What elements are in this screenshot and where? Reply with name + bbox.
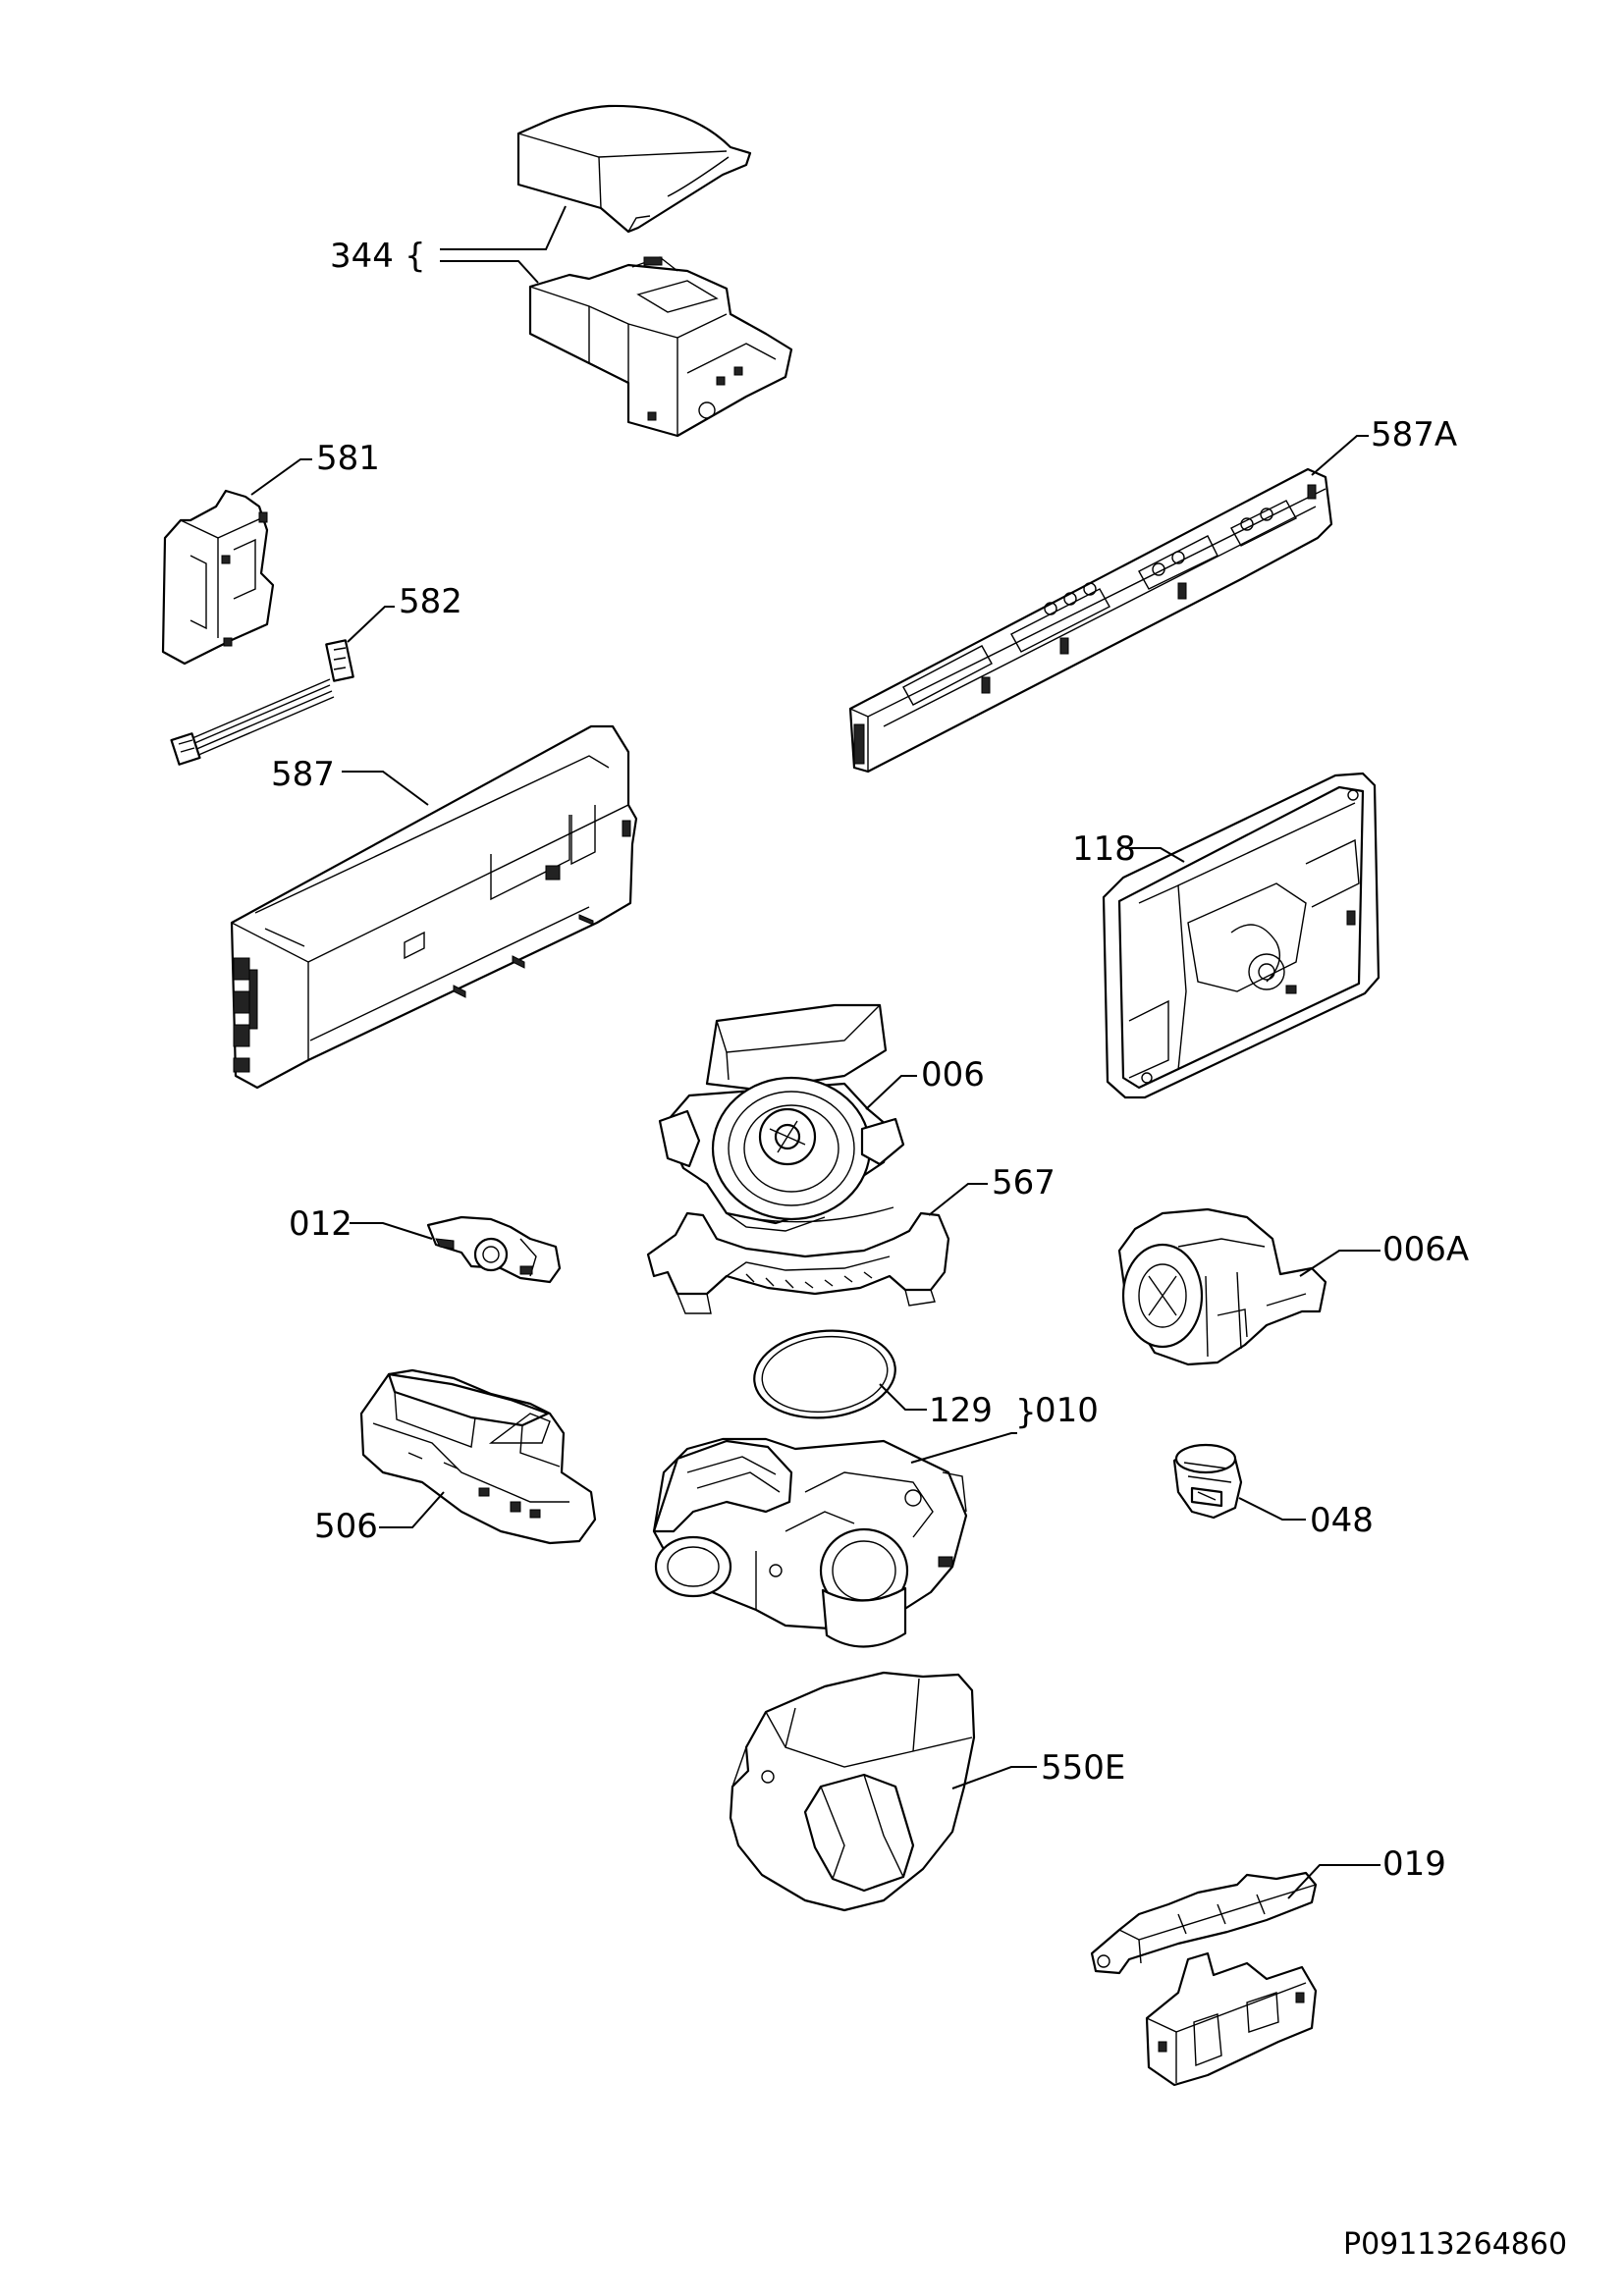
leader-129 (879, 1383, 927, 1411)
leader-582 (347, 606, 395, 643)
part-019-door-lock (1090, 1871, 1318, 2087)
part-581-bracket (161, 489, 275, 666)
label-567: 567 (992, 1163, 1056, 1202)
label-048: 048 (1310, 1501, 1374, 1540)
leader-010 (910, 1432, 1017, 1464)
label-118: 118 (1072, 829, 1136, 869)
leader-550e (951, 1766, 1037, 1789)
label-012: 012 (289, 1204, 352, 1244)
leader-019 (1287, 1864, 1380, 1899)
leader-118 (1125, 847, 1185, 863)
label-129: 129 (929, 1391, 993, 1430)
part-550e-cover (729, 1671, 976, 1912)
leader-581 (250, 458, 312, 496)
leader-567 (928, 1183, 988, 1216)
leader-587a (1311, 435, 1369, 476)
leader-012 (350, 1222, 433, 1240)
label-550e: 550E (1041, 1748, 1125, 1788)
document-code: P09113264860 (1343, 2227, 1567, 2262)
part-344-cover (516, 104, 752, 234)
part-587-housing (230, 724, 638, 1090)
label-006: 006 (921, 1055, 985, 1095)
leader-344-b (440, 260, 539, 284)
label-587a: 587A (1371, 415, 1457, 454)
leader-048 (1238, 1497, 1306, 1521)
label-010: 010 (1035, 1391, 1099, 1430)
label-581: 581 (316, 439, 380, 478)
leader-344-a (440, 205, 567, 250)
label-344: 344 (330, 237, 394, 276)
part-582-harness (170, 639, 354, 766)
leader-006 (865, 1075, 917, 1110)
leader-506 (379, 1491, 445, 1528)
part-506-bracket (359, 1368, 597, 1545)
label-582: 582 (399, 582, 462, 621)
part-587a-ui-board (848, 467, 1333, 774)
part-048-sensor (1172, 1443, 1243, 1520)
part-010-sump (652, 1437, 968, 1648)
label-019: 019 (1382, 1844, 1446, 1884)
label-506: 506 (314, 1507, 378, 1546)
part-006-pump (658, 1003, 905, 1232)
part-567-bracket (646, 1206, 950, 1314)
label-587: 587 (271, 755, 335, 794)
label-006a: 006A (1382, 1230, 1469, 1269)
part-006a-drain-pump (1117, 1207, 1327, 1366)
leader-006a (1299, 1250, 1380, 1277)
brace-010: } (1015, 1393, 1037, 1432)
part-129-seal-ring (753, 1329, 896, 1419)
leader-587 (342, 771, 429, 806)
part-344-module (528, 256, 793, 438)
part-012-valve (426, 1215, 562, 1284)
part-118-dispenser (1102, 772, 1380, 1099)
brace-344: { (405, 237, 426, 276)
